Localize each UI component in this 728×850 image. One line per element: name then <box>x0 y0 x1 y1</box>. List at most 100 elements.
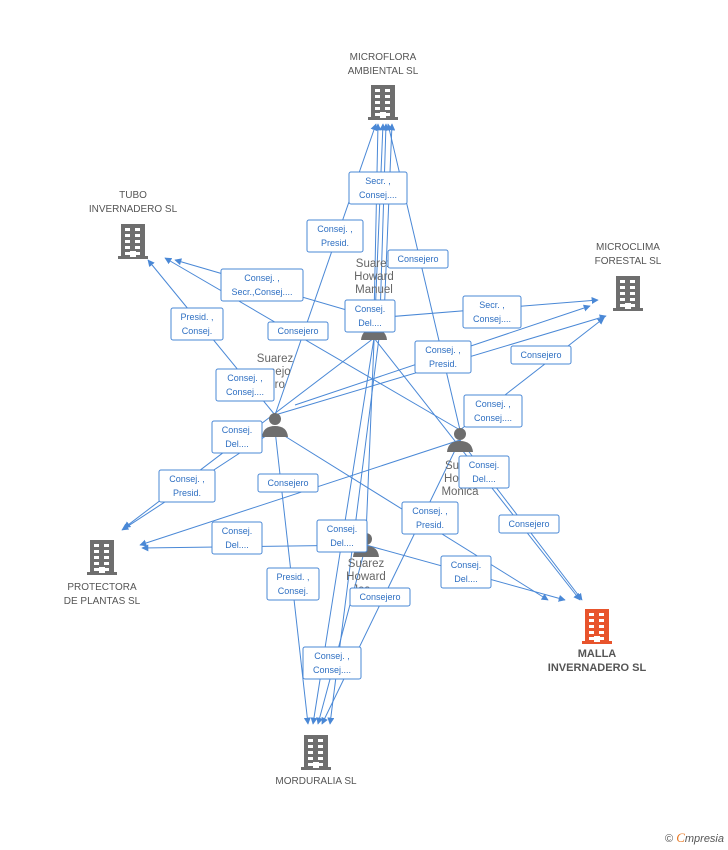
edge-role-text: Consejero <box>267 478 308 488</box>
edge-role-text: Consej.... <box>313 665 351 675</box>
edge-role-label[interactable]: Consejero <box>387 249 449 269</box>
pedro-person-icon[interactable] <box>262 413 288 437</box>
edge-role-text: Consej.... <box>473 314 511 324</box>
edge-role-text: Consej. , <box>227 373 263 383</box>
edge-role-label[interactable]: Consej. Del.... <box>211 521 263 555</box>
edge-role-text: Presid. <box>416 520 444 530</box>
company-label[interactable]: INVERNADERO SL <box>548 662 647 674</box>
microflora-building-icon[interactable] <box>368 85 398 120</box>
company-label[interactable]: PROTECTORA <box>67 582 137 593</box>
edge-role-label[interactable]: Consej. , Presid. <box>414 340 472 374</box>
person-label[interactable]: Howard <box>354 271 394 283</box>
edge-role-text: Consej. <box>182 326 213 336</box>
edge-role-text: Secr. , <box>479 300 505 310</box>
edge-role-text: Del.... <box>225 540 249 550</box>
edge-role-text: Presid. , <box>276 572 309 582</box>
edge-role-text: Consejero <box>277 326 318 336</box>
company-label[interactable]: MICROFLORA <box>350 52 417 63</box>
monica-person-icon[interactable] <box>447 428 473 452</box>
company-label[interactable]: TUBO <box>119 190 147 201</box>
edge-role-text: Consej. <box>451 560 482 570</box>
edge-role-text: Presid. <box>429 359 457 369</box>
edge-role-text: Consej. <box>355 304 386 314</box>
person-label[interactable]: Monica <box>441 486 479 498</box>
edge-role-label[interactable]: Consej. , Consej.... <box>463 394 523 428</box>
edge-role-label[interactable]: Consejero <box>498 514 560 534</box>
edge-role-text: Presid. <box>173 488 201 498</box>
edge-role-text: Consej.... <box>359 190 397 200</box>
edge-role-text: Consej. , <box>244 273 280 283</box>
microclima-building-icon[interactable] <box>613 276 643 311</box>
copyright-symbol: © <box>665 833 674 845</box>
edge-role-label[interactable]: Presid. , Consej. <box>170 307 224 341</box>
edge-role-text: Secr. , <box>365 176 391 186</box>
edge-role-text: Consej. , <box>314 651 350 661</box>
edge-role-label[interactable]: Consej. , Consej.... <box>302 646 362 680</box>
company-label[interactable]: MALLA <box>578 648 617 660</box>
edge-role-text: Consej. <box>469 460 500 470</box>
protectora-building-icon[interactable] <box>87 540 117 575</box>
edge-role-text: Consej. , <box>169 474 205 484</box>
edge-role-label[interactable]: Consej. Del.... <box>211 420 263 454</box>
edge-role-text: Presid. <box>321 238 349 248</box>
edge-role-label[interactable]: Consejero <box>267 321 329 341</box>
edge-role-label[interactable]: Presid. , Consej. <box>266 567 320 601</box>
tubo-building-icon[interactable] <box>118 224 148 259</box>
person-label[interactable]: Suarez <box>348 558 385 570</box>
edge-role-label[interactable]: Consejero <box>349 587 411 607</box>
edge-role-label[interactable]: Consej. , Presid. <box>401 501 459 535</box>
edge-role-text: Del.... <box>454 574 478 584</box>
relationship-edge <box>321 439 461 725</box>
edge-role-label[interactable]: Consej. , Presid. <box>158 469 216 503</box>
person-label[interactable]: Howard <box>346 571 386 583</box>
edge-role-text: Consej.... <box>474 413 512 423</box>
relationship-edge <box>316 544 367 725</box>
edge-role-label[interactable]: Consej. Del.... <box>344 299 396 333</box>
edge-role-text: Consej. , <box>317 224 353 234</box>
edge-role-text: Consej.... <box>226 387 264 397</box>
edge-role-text: Consej. , <box>412 506 448 516</box>
edge-role-label[interactable]: Consej. , Presid. <box>306 219 364 253</box>
edge-role-label[interactable]: Consejero <box>510 345 572 365</box>
edge-role-label[interactable]: Consej. ,Secr.,Consej.... <box>220 268 304 302</box>
edge-labels-layer: Secr. , Consej.... Consej. , Presid. Conseje… <box>158 171 572 680</box>
person-label[interactable]: Manuel <box>355 284 393 296</box>
edge-role-text: Consejero <box>359 592 400 602</box>
edge-role-text: Consejero <box>508 519 549 529</box>
edge-role-label[interactable]: Consej. , Consej.... <box>215 368 275 402</box>
edge-role-label[interactable]: Secr. , Consej.... <box>462 295 522 329</box>
edge-role-label[interactable]: Consej. Del.... <box>440 555 492 589</box>
edge-role-text: Consej. , <box>475 399 511 409</box>
edge-role-label[interactable]: Secr. , Consej.... <box>348 171 408 205</box>
company-label[interactable]: FORESTAL SL <box>595 256 662 267</box>
edge-role-text: Del.... <box>358 318 382 328</box>
edge-role-text: Consej. <box>278 586 309 596</box>
brand-logo-letter: C <box>676 830 685 845</box>
edge-role-text: Consej. <box>222 425 253 435</box>
person-label[interactable]: Suarez <box>356 258 393 270</box>
edge-role-text: Consejero <box>520 350 561 360</box>
company-label[interactable]: MICROCLIMA <box>596 242 660 253</box>
edge-role-label[interactable]: Consejero <box>257 473 319 493</box>
morduralia-building-icon[interactable] <box>301 735 331 770</box>
edge-role-text: Consej. <box>222 526 253 536</box>
edge-role-text: Consej. , <box>425 345 461 355</box>
relationship-edge <box>379 123 390 319</box>
company-label[interactable]: AMBIENTAL SL <box>348 66 419 77</box>
relationship-edge <box>383 123 396 319</box>
company-label[interactable]: INVERNADERO SL <box>89 204 178 215</box>
edge-role-label[interactable]: Consej. Del.... <box>458 455 510 489</box>
relationship-edge <box>373 123 382 319</box>
edge-role-text: Del.... <box>472 474 496 484</box>
edge-role-text: Presid. , <box>180 312 213 322</box>
company-label[interactable]: MORDURALIA SL <box>275 776 357 787</box>
relationship-edge <box>386 123 461 431</box>
edge-role-text: Consej. <box>327 524 358 534</box>
company-label[interactable]: DE PLANTAS SL <box>64 596 141 607</box>
edge-role-label[interactable]: Consej. Del.... <box>316 519 368 553</box>
person-label[interactable]: Suarez <box>257 353 294 365</box>
edge-role-text: Del.... <box>330 538 354 548</box>
malla-building-icon[interactable] <box>582 609 612 644</box>
edges-layer <box>121 123 607 725</box>
edge-role-text: Del.... <box>225 439 249 449</box>
